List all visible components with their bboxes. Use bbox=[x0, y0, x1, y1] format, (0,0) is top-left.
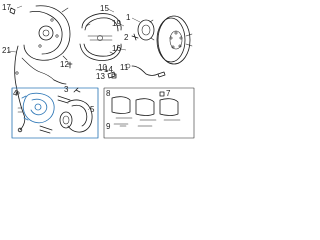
callout-9: 9 bbox=[106, 122, 111, 131]
parking-brake-shoes-part[interactable] bbox=[79, 13, 122, 61]
callout-4: 4 bbox=[13, 89, 18, 98]
callout-8: 8 bbox=[106, 89, 111, 98]
callout-12: 12 bbox=[60, 60, 69, 69]
part-2-hub-bolt[interactable] bbox=[131, 33, 139, 41]
callout-7: 7 bbox=[166, 89, 171, 98]
callout-13: 13 bbox=[96, 72, 105, 81]
callout-2: 2 bbox=[124, 33, 129, 42]
callout-3: 3 bbox=[64, 85, 69, 94]
callout-14: 14 bbox=[104, 65, 113, 74]
callout-21: 21 bbox=[2, 46, 11, 55]
callout-1: 1 bbox=[126, 13, 131, 22]
caliper-bracket-part[interactable] bbox=[59, 99, 93, 133]
part-7-shim[interactable] bbox=[159, 91, 165, 97]
rotor-disc-part[interactable] bbox=[156, 15, 193, 65]
wear-sensor-part[interactable] bbox=[125, 63, 166, 78]
callout-17: 17 bbox=[2, 3, 11, 12]
part-1-label-group bbox=[131, 17, 141, 23]
callout-19: 19 bbox=[112, 19, 121, 28]
caliper-assembly-box[interactable] bbox=[11, 87, 99, 139]
part-17-bolt[interactable] bbox=[9, 5, 23, 15]
sensor-wire-part[interactable] bbox=[14, 45, 67, 133]
backing-plate-part[interactable] bbox=[23, 5, 71, 61]
part-13-spring[interactable] bbox=[95, 69, 109, 71]
hub-part[interactable] bbox=[137, 19, 155, 41]
part-12-pin[interactable] bbox=[67, 61, 73, 69]
callout-leaders bbox=[7, 8, 127, 111]
brake-pad-kit-box[interactable] bbox=[103, 87, 195, 139]
callout-16: 16 bbox=[112, 44, 121, 53]
callout-10: 10 bbox=[98, 63, 107, 72]
part-3-bleeder[interactable] bbox=[73, 87, 81, 93]
parts-diagram: 17 15 21 19 16 12 13 14 1 2 11 10 3 4 5 … bbox=[2, 3, 195, 139]
callout-15: 15 bbox=[100, 4, 109, 13]
callout-5: 5 bbox=[90, 105, 95, 114]
callout-11: 11 bbox=[120, 63, 129, 72]
part-10-connector[interactable] bbox=[107, 71, 116, 79]
